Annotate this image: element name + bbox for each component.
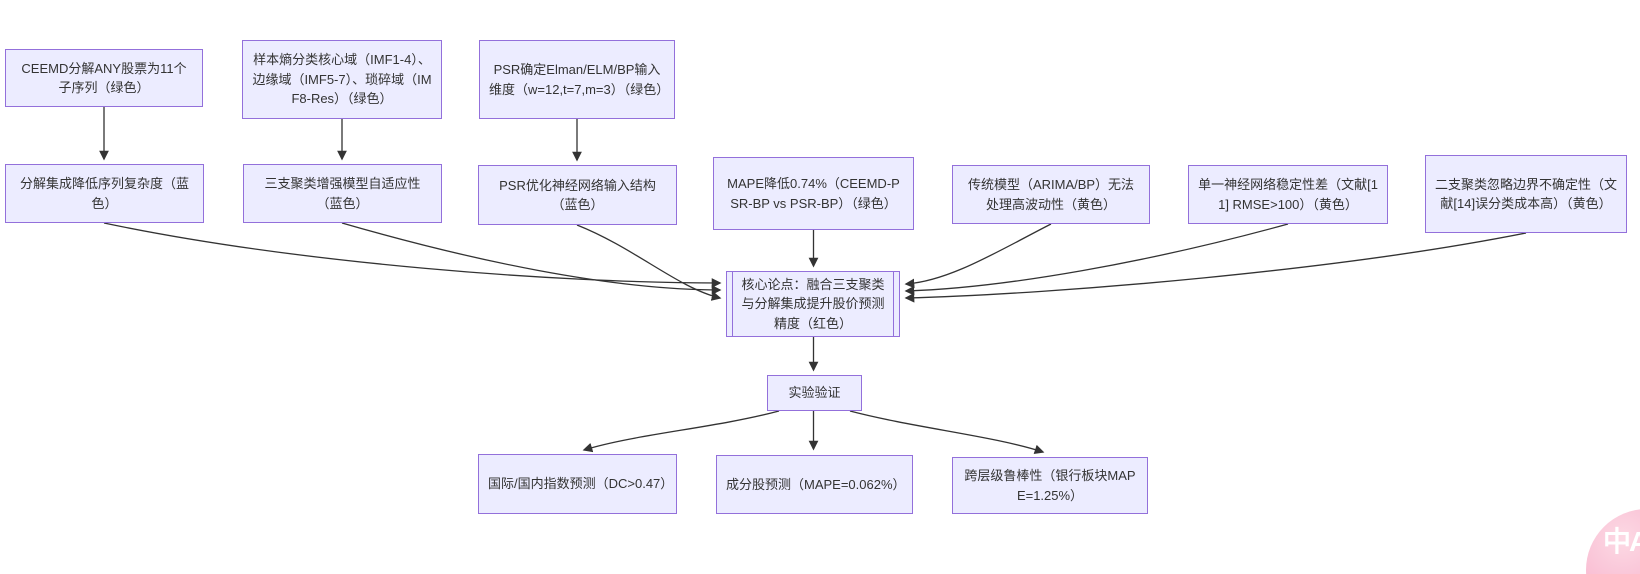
- arrow-complexity-to-core: [103, 222, 722, 288]
- node-psr-dimension: PSR确定Elman/ELM/BP输入维度（w=12,t=7,m=3）（绿色）: [479, 40, 675, 119]
- node-experiment: 实验验证: [767, 375, 862, 411]
- node-core-thesis: 核心论点：融合三支聚类与分解集成提升股价预测精度（红色）: [726, 271, 900, 337]
- translate-badge-button[interactable]: 中A: [1586, 509, 1640, 574]
- node-two-way-limit: 二支聚类忽略边界不确定性（文献[14]误分类成本高）（黄色）: [1425, 155, 1627, 233]
- arrow-experiment-to-robust: [849, 410, 1045, 455]
- node-traditional-limit: 传统模型（ARIMA/BP）无法处理高波动性（黄色）: [952, 165, 1150, 224]
- arrow-structure-to-core: [576, 224, 722, 301]
- node-index-prediction: 国际/国内指数预测（DC>0.47）: [478, 454, 677, 514]
- arrow-twoway-to-core: [904, 232, 1527, 303]
- translate-icon: 中A: [1603, 526, 1640, 557]
- node-psr-structure: PSR优化神经网络输入结构（蓝色）: [478, 165, 677, 225]
- arrow-adaptive-to-core: [341, 222, 722, 295]
- node-three-way-adaptive: 三支聚类增强模型自适应性（蓝色）: [243, 164, 442, 223]
- arrow-singlenn-to-core: [904, 223, 1289, 296]
- node-decompose-complexity: 分解集成降低序列复杂度（蓝色）: [5, 164, 204, 223]
- node-ceemd-decompose: CEEMD分解ANY股票为11个子序列（绿色）: [5, 49, 203, 107]
- node-robustness: 跨层级鲁棒性（银行板块MAPE=1.25%）: [952, 457, 1148, 514]
- arrow-experiment-to-index: [582, 410, 780, 453]
- node-single-nn-unstable: 单一神经网络稳定性差（文献[11] RMSE>100）（黄色）: [1188, 165, 1388, 224]
- arrow-traditional-to-core: [904, 223, 1052, 289]
- node-stock-prediction: 成分股预测（MAPE=0.062%）: [716, 455, 913, 514]
- node-mape-reduce: MAPE降低0.74%（CEEMD-PSR-BP vs PSR-BP）（绿色）: [713, 157, 914, 230]
- node-sample-entropy: 样本熵分类核心域（IMF1-4）、边缘域（IMF5-7）、琐碎域（IMF8-Re…: [242, 40, 442, 119]
